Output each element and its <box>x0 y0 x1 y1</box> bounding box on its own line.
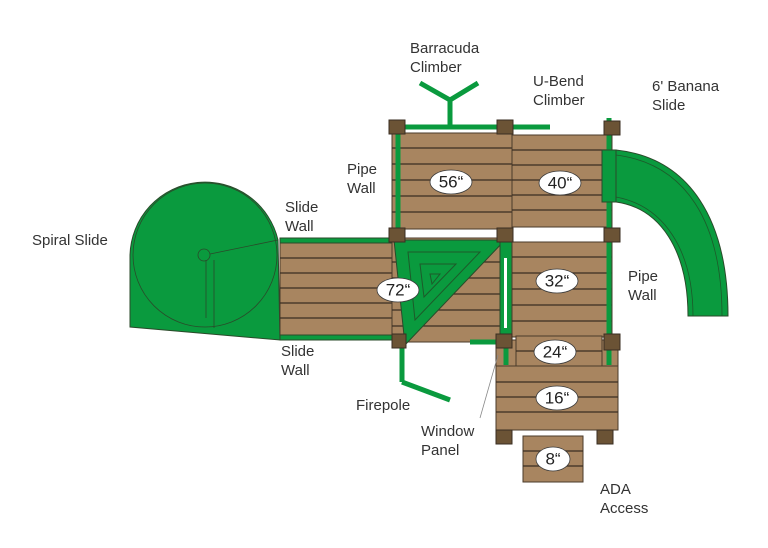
svg-text:24“: 24“ <box>543 343 568 362</box>
height-badge-8: 8“ <box>535 446 571 472</box>
height-badge-56: 56“ <box>429 169 473 195</box>
label-slide-wall-bottom: Slide Wall <box>281 342 314 380</box>
label-pipe-wall-top: Pipe Wall <box>347 160 377 198</box>
label-line: Climber <box>533 92 585 109</box>
svg-text:8“: 8“ <box>545 450 560 469</box>
svg-text:40“: 40“ <box>548 174 573 193</box>
label-line: Climber <box>410 59 462 76</box>
height-badge-40: 40“ <box>538 170 582 196</box>
svg-text:72“: 72“ <box>386 281 411 300</box>
barracuda-climber <box>418 80 480 127</box>
label-line: Access <box>600 500 649 517</box>
deck-8-ada <box>522 435 584 483</box>
label-line: Slide <box>652 97 686 114</box>
label-line: Slide <box>281 343 315 360</box>
height-badge-72: 72“ <box>376 277 420 303</box>
deck-40 <box>511 134 613 228</box>
svg-text:16“: 16“ <box>545 389 570 408</box>
height-badge-32: 32“ <box>535 268 579 294</box>
svg-text:32“: 32“ <box>545 272 570 291</box>
label-line: Panel <box>421 442 460 459</box>
label-slide-wall-top: Slide Wall <box>285 198 318 236</box>
height-badge-24: 24“ <box>533 339 577 365</box>
banana-slide <box>601 149 729 317</box>
label-spiral-slide: Spiral Slide <box>32 232 108 249</box>
label-line: Barracuda <box>410 40 480 57</box>
label-window-panel: Window Panel <box>421 422 474 460</box>
label-line: Wall <box>281 362 310 379</box>
slide-wall-bottom <box>279 334 393 341</box>
svg-text:56“: 56“ <box>439 173 464 192</box>
label-line: Wall <box>347 180 376 197</box>
label-line: 6' Banana <box>652 78 720 95</box>
label-line: U-Bend <box>533 73 584 90</box>
label-line: Window <box>421 423 475 440</box>
posts <box>388 119 621 445</box>
label-u-bend-climber: U-Bend Climber <box>533 72 585 110</box>
label-firepole: Firepole <box>356 397 411 414</box>
slide-deck <box>279 237 393 341</box>
slide-wall-top <box>279 237 393 244</box>
spiral-slide <box>129 181 281 341</box>
label-pipe-wall-right: Pipe Wall <box>628 267 658 305</box>
label-line: ADA <box>600 481 631 498</box>
window-panel-leader <box>479 354 499 419</box>
label-ada-access: ADA Access <box>600 480 648 518</box>
label-line: Slide <box>285 199 319 216</box>
label-line: Pipe <box>628 268 659 285</box>
label-banana-slide: 6' Banana Slide <box>652 77 719 115</box>
label-line: Pipe <box>347 161 378 178</box>
height-badge-16: 16“ <box>535 385 579 411</box>
label-barracuda-climber: Barracuda Climber <box>410 39 479 77</box>
label-line: Wall <box>628 287 657 304</box>
label-line: Wall <box>285 218 314 235</box>
